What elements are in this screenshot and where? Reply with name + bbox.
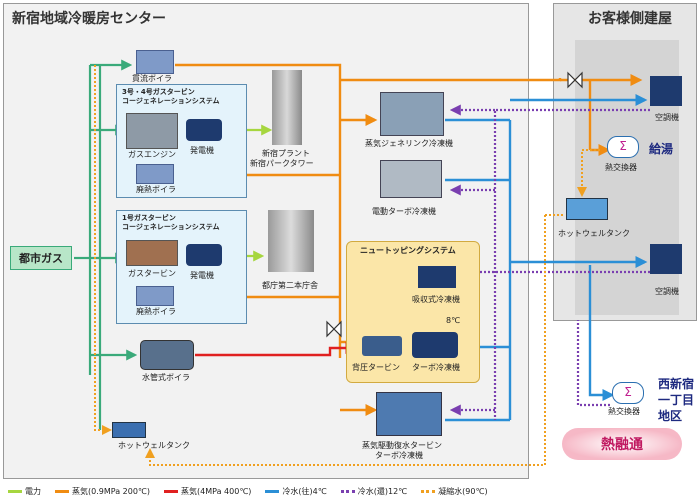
topping-turbo-chiller-label: ターボ冷凍機 bbox=[412, 363, 460, 372]
steam-absorption-chiller-label: 蒸気ジェネリンク冷凍機 bbox=[365, 139, 453, 148]
legend-label: 凝縮水(90℃) bbox=[438, 486, 488, 496]
turbo-chiller-icon bbox=[412, 332, 458, 358]
legend-swatch bbox=[55, 489, 69, 493]
customer-hotwell-tank-icon bbox=[566, 198, 608, 220]
steam-turbo-chiller-label-2: ターボ冷凍機 bbox=[375, 451, 423, 460]
tocho-label: 都庁第二本庁舎 bbox=[262, 281, 318, 290]
gt1-title-2: コージェネレーションシステム bbox=[122, 223, 220, 231]
new-topping-title: ニュートッピングシステム bbox=[360, 246, 456, 255]
ahu-label-2: 空調機 bbox=[655, 287, 679, 296]
legend-item: 電力 bbox=[8, 486, 41, 497]
gt34-title-2: コージェネレーションシステム bbox=[122, 97, 220, 105]
generator-icon bbox=[186, 119, 222, 141]
legend-item: 蒸気(4MPa 400℃) bbox=[164, 486, 251, 497]
electric-turbo-chiller-label: 電動ターボ冷凍機 bbox=[372, 207, 436, 216]
once-through-boiler-label: 貫流ボイラ bbox=[132, 74, 172, 83]
ahu-icon bbox=[650, 76, 682, 106]
legend-swatch bbox=[8, 489, 22, 493]
legend: 電力 蒸気(0.9MPa 200℃) 蒸気(4MPa 400℃) 冷水(往)4℃… bbox=[8, 485, 698, 497]
waste-heat-boiler-icon bbox=[136, 286, 174, 306]
customer-title: お客様側建屋 bbox=[588, 11, 672, 27]
heat-share-badge: 熱融通 bbox=[562, 428, 682, 460]
ahu-icon bbox=[650, 244, 682, 274]
ahu-label-1: 空調機 bbox=[655, 113, 679, 122]
city-gas-label: 都市ガス bbox=[19, 252, 63, 265]
park-tower-icon bbox=[272, 70, 302, 145]
legend-item: 冷水(往)4℃ bbox=[265, 486, 327, 497]
heat-share-label: 熱融通 bbox=[601, 437, 643, 453]
gt34-title-1: 3号・4号ガスタービン bbox=[122, 88, 195, 96]
back-pressure-turbine-label: 背圧タービン bbox=[352, 363, 400, 372]
customer-hotwell-tank-label: ホットウェルタンク bbox=[558, 229, 630, 238]
gas-engine-label: ガスエンジン bbox=[128, 150, 176, 159]
legend-item: 蒸気(0.9MPa 200℃) bbox=[55, 486, 150, 497]
gas-turbine-label: ガスタービン bbox=[128, 269, 176, 278]
generator-label-1: 発電機 bbox=[190, 146, 214, 155]
hotwell-tank-icon bbox=[112, 422, 146, 438]
legend-swatch bbox=[340, 489, 355, 493]
waste-heat-boiler-label-1: 廃熱ボイラ bbox=[136, 185, 176, 194]
heat-exchanger-icon: Σ bbox=[612, 382, 644, 404]
legend-item: 冷水(還)12℃ bbox=[340, 486, 408, 497]
electric-turbo-chiller-icon bbox=[380, 160, 442, 198]
waste-heat-boiler-icon bbox=[136, 164, 174, 184]
once-through-boiler-icon bbox=[136, 50, 174, 74]
legend-swatch bbox=[164, 489, 179, 493]
waste-heat-boiler-label-2: 廃熱ボイラ bbox=[136, 307, 176, 316]
valve-icon bbox=[326, 71, 583, 338]
tocho-building-icon bbox=[268, 210, 314, 272]
new-topping-panel bbox=[346, 241, 480, 383]
district-label-2: 一丁目 bbox=[658, 393, 695, 407]
legend-swatch bbox=[421, 489, 436, 493]
absorption-chiller-label: 吸収式冷凍機 bbox=[412, 295, 460, 304]
gas-engine-icon bbox=[126, 113, 178, 149]
legend-label: 冷水(還)12℃ bbox=[357, 486, 408, 496]
city-gas-box: 都市ガス bbox=[10, 246, 72, 270]
legend-label: 電力 bbox=[25, 486, 41, 496]
district-label-3: 地区 bbox=[658, 409, 683, 423]
steam-turbo-chiller-icon bbox=[376, 392, 442, 436]
legend-label: 蒸気(4MPa 400℃) bbox=[181, 486, 252, 496]
hot-water-label: 給湯 bbox=[649, 142, 674, 156]
back-pressure-turbine-icon bbox=[362, 336, 402, 356]
plant-title: 新宿地域冷暖房センター bbox=[12, 11, 166, 27]
park-tower-label-2: 新宿パークタワー bbox=[250, 159, 314, 168]
heat-exchanger-icon: Σ bbox=[607, 136, 639, 158]
gas-turbine-icon bbox=[126, 240, 178, 266]
generator-label-2: 発電機 bbox=[190, 271, 214, 280]
temp-label: 8℃ bbox=[446, 316, 461, 325]
water-tube-boiler-label: 水管式ボイラ bbox=[142, 373, 190, 382]
hotwell-tank-label: ホットウェルタンク bbox=[118, 441, 190, 450]
legend-swatch bbox=[265, 489, 280, 493]
water-tube-boiler-icon bbox=[140, 340, 194, 370]
park-tower-label-1: 新宿プラント bbox=[262, 149, 310, 158]
steam-absorption-chiller-icon bbox=[380, 92, 444, 136]
heat-exchanger-label-2: 熱交換器 bbox=[608, 407, 640, 416]
legend-item: 凝縮水(90℃) bbox=[421, 486, 488, 497]
legend-label: 蒸気(0.9MPa 200℃) bbox=[72, 486, 151, 496]
absorption-chiller-icon bbox=[418, 266, 456, 288]
generator-icon bbox=[186, 244, 222, 266]
heat-exchanger-label-1: 熱交換器 bbox=[605, 163, 637, 172]
steam-turbo-chiller-label-1: 蒸気駆動復水タービン bbox=[362, 441, 442, 450]
gt1-title-1: 1号ガスタービン bbox=[122, 214, 176, 222]
legend-label: 冷水(往)4℃ bbox=[282, 486, 327, 496]
district-label-1: 西新宿 bbox=[658, 377, 695, 391]
